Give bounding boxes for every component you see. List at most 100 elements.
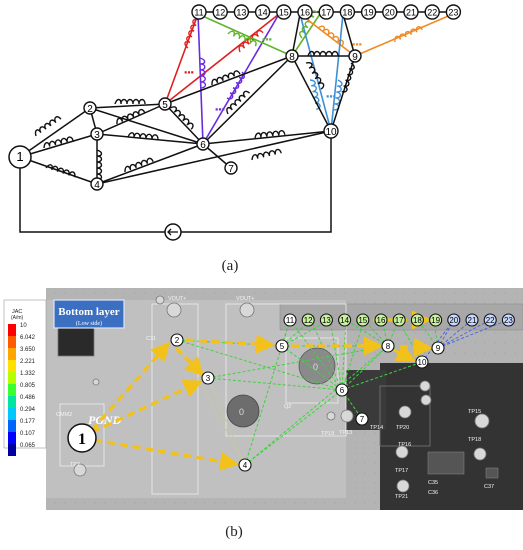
- green-ellipsis: ...: [262, 29, 272, 43]
- legend-swatch-0: [8, 324, 16, 336]
- label-tp20: TP20: [396, 425, 409, 431]
- pcb-node-7-circle: [355, 412, 369, 426]
- top-node-22-circle: [424, 4, 440, 20]
- legend-swatch-9: [8, 432, 16, 444]
- black-network: [19, 13, 356, 233]
- pcb-node-23-label: 23: [504, 316, 513, 325]
- legend-value-10: 0.065: [20, 443, 36, 449]
- legend-swatch-6: [8, 396, 16, 408]
- label-vout-plus-2: VOUT+: [236, 296, 255, 302]
- top-node-18-label: 18: [342, 8, 352, 18]
- top-node-15-label: 15: [279, 8, 289, 18]
- pcb-node-2-label: 2: [175, 336, 180, 345]
- legend-value-6: 0.486: [20, 395, 36, 401]
- top-node-16-circle: [297, 4, 313, 20]
- layer-subtitle: (Low side): [76, 320, 102, 327]
- pcb-node-8-label: 8: [386, 342, 391, 351]
- top-node-15-circle: [276, 4, 292, 20]
- legend-value-3: 2.221: [20, 359, 36, 365]
- pcb-node-19-label: 19: [431, 316, 440, 325]
- node-3-label: 3: [94, 130, 100, 141]
- pcb-node-20-label: 20: [449, 316, 458, 325]
- label-q2: Q2: [284, 404, 291, 410]
- label-c37: C37: [484, 484, 494, 490]
- label-zero-2: 0: [313, 362, 318, 372]
- pcb-node-10-circle: [415, 355, 429, 369]
- legend-swatch-3: [8, 360, 16, 372]
- node-5-label: 5: [162, 100, 168, 111]
- node-9-label: 9: [352, 52, 358, 63]
- purple-ellipsis: ...: [215, 99, 225, 113]
- pcb-node-19-circle: [429, 313, 443, 327]
- pads-and-vias: [73, 295, 490, 493]
- blue-coils: ...: [309, 78, 344, 112]
- top-node-16-label: 16: [300, 8, 310, 18]
- pcb-node-14-circle: [338, 313, 352, 327]
- pcb-node-6-label: 6: [340, 386, 345, 395]
- pcb-node-18-label: 18: [413, 316, 422, 325]
- top-node-21-circle: [403, 4, 419, 20]
- pcb-node-17-label: 17: [395, 316, 404, 325]
- legend-value-9: 0.107: [20, 431, 36, 437]
- top-node-19-circle: [360, 4, 377, 20]
- node-6-label: 6: [200, 140, 206, 151]
- pcb-node-7-label: 7: [360, 415, 365, 424]
- legend-swatch-2: [8, 348, 16, 360]
- node-2-label: 2: [87, 104, 93, 115]
- node-4-label: 4: [94, 180, 100, 191]
- label-cmm2: CMM2: [56, 412, 72, 418]
- node-7-label: 7: [228, 164, 234, 175]
- pcb-node-3-circle: [201, 371, 215, 385]
- top-node-19-label: 19: [364, 8, 374, 18]
- legend: JAC (A/m) 106.0423.6502.2211.3320.8050.4…: [3, 299, 47, 456]
- green-coils: ...: [227, 9, 318, 47]
- top-node-17-circle: [318, 4, 334, 20]
- legend-swatch-10: [8, 444, 16, 456]
- red-coils: ...: [183, 17, 264, 77]
- label-c31: C31: [146, 336, 156, 342]
- orange-coils: ...: [317, 23, 424, 49]
- label-c35: C35: [428, 480, 438, 486]
- pcb-node-18-circle: [410, 313, 424, 327]
- pcb-node-8-circle: [381, 339, 395, 353]
- node-8-label: 8: [289, 52, 295, 63]
- legend-swatch-7: [8, 408, 16, 420]
- legend-value-7: 0.294: [20, 407, 36, 413]
- pcb-node-6-circle: [335, 383, 349, 397]
- pcb-node-20-circle: [447, 313, 461, 327]
- pcb-node-12-circle: [301, 313, 315, 327]
- pcb-node-4-circle: [238, 458, 252, 472]
- label-vout-plus-1: VOUT+: [168, 296, 187, 302]
- top-node-14-label: 14: [258, 8, 268, 18]
- top-node-17-label: 17: [321, 8, 331, 18]
- label-tp13: TP13: [339, 430, 352, 436]
- pcb-node-9-label: 9: [436, 344, 441, 353]
- pcb-node-14-label: 14: [340, 316, 349, 325]
- top-node-13-label: 13: [236, 8, 246, 18]
- top-node-12-label: 12: [215, 8, 225, 18]
- pcb-node-13-circle: [319, 313, 333, 327]
- component-labels: VOUT+ VOUT+ C31 CMM2 TP2 Q2 TP19 TP13 TP…: [56, 296, 494, 500]
- circuit-diagram-a: ... ... ... ... ...: [8, 4, 462, 241]
- top-node-18-circle: [339, 4, 356, 20]
- legend-value-2: 3.650: [20, 347, 36, 353]
- legend-value-8: 0.177: [20, 419, 36, 425]
- pcb-node-21-label: 21: [468, 316, 477, 325]
- circuit-nodes: 1 2 3 4 5 6 7 8 9 10: [8, 49, 362, 191]
- pcb-current-density-map: VOUT+ VOUT+ C31 CMM2 TP2 Q2 TP19 TP13 TP…: [3, 288, 523, 510]
- pcb-node-15-circle: [356, 313, 370, 327]
- legend-value-1: 6.042: [20, 335, 36, 341]
- label-tp2: TP2: [70, 462, 80, 468]
- pcb-node-15-label: 15: [358, 316, 367, 325]
- layer-title-box: Bottom layer (Low side): [53, 299, 125, 329]
- label-tp17: TP17: [395, 468, 408, 474]
- pcb-node-5-circle: [275, 339, 289, 353]
- top-node-14-circle: [254, 4, 271, 20]
- pcb-node-1: 1: [78, 431, 86, 448]
- top-node-13-circle: [233, 4, 250, 20]
- pcb-node-11-label: 11: [286, 316, 295, 325]
- label-zero-1: 0: [239, 407, 244, 417]
- top-node-22-label: 22: [427, 8, 437, 18]
- label-tp14: TP14: [370, 425, 383, 431]
